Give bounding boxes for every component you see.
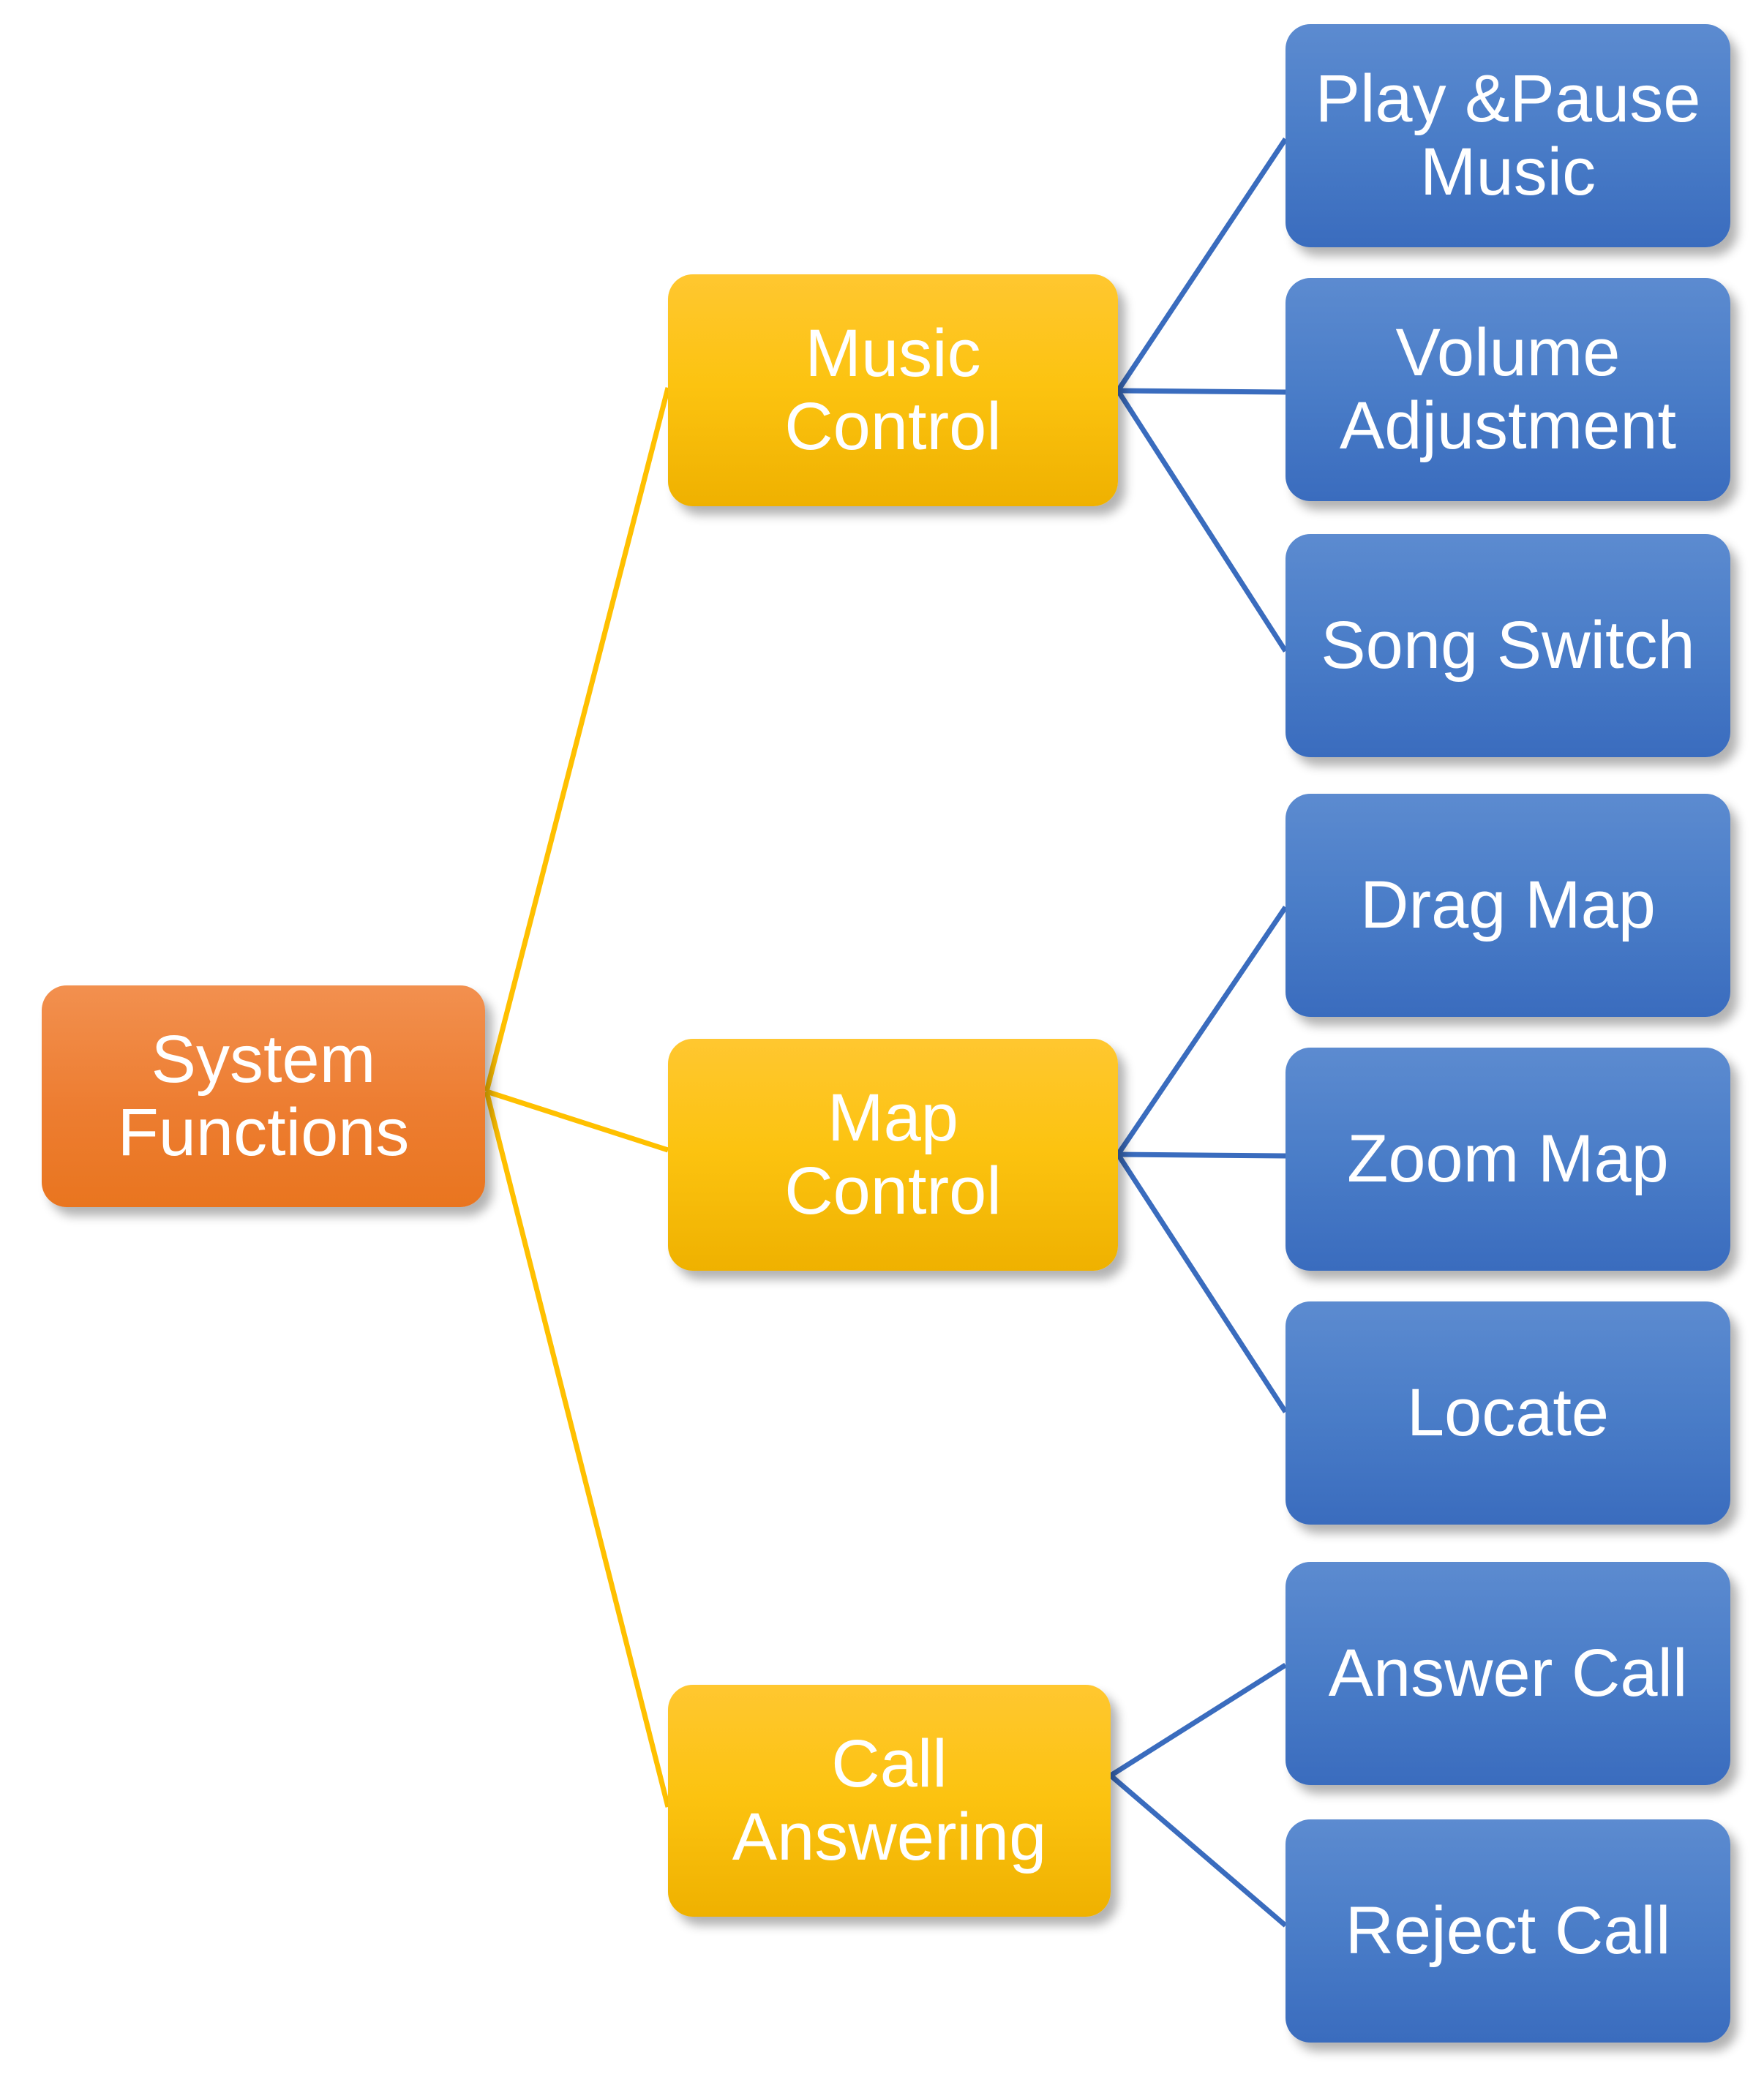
edge-root-music-control	[484, 387, 671, 1092]
node-music-control[interactable]: Music Control	[668, 274, 1118, 506]
node-locate[interactable]: Locate	[1286, 1301, 1730, 1525]
node-drag-map[interactable]: Drag Map	[1286, 794, 1730, 1017]
node-song-switch[interactable]: Song Switch	[1286, 534, 1730, 757]
edge-call-answer	[1109, 1663, 1287, 1778]
edge-map-drag	[1116, 906, 1288, 1156]
node-play-pause-music[interactable]: Play &Pause Music	[1286, 24, 1730, 247]
call-connectors	[1108, 1663, 1288, 1928]
node-system-functions[interactable]: System Functions	[42, 985, 485, 1207]
edge-map-locate	[1116, 1153, 1288, 1413]
map-connectors	[1116, 906, 1288, 1413]
node-call-answering[interactable]: Call Answering	[668, 1685, 1111, 1917]
edge-music-play-pause	[1116, 138, 1288, 392]
music-connectors	[1116, 138, 1288, 653]
edge-root-call-answering	[484, 1091, 671, 1808]
node-volume-adjustment[interactable]: Volume Adjustment	[1286, 278, 1730, 501]
node-map-control[interactable]: Map Control	[668, 1039, 1118, 1271]
root-connectors	[484, 387, 671, 1808]
edge-call-reject	[1108, 1773, 1288, 1928]
edge-music-song-switch	[1116, 389, 1288, 653]
edge-map-zoom	[1117, 1151, 1286, 1159]
edge-music-volume	[1117, 388, 1286, 395]
edge-root-map-control	[485, 1089, 669, 1153]
node-zoom-map[interactable]: Zoom Map	[1286, 1048, 1730, 1271]
node-answer-call[interactable]: Answer Call	[1286, 1562, 1730, 1785]
node-reject-call[interactable]: Reject Call	[1286, 1819, 1730, 2043]
